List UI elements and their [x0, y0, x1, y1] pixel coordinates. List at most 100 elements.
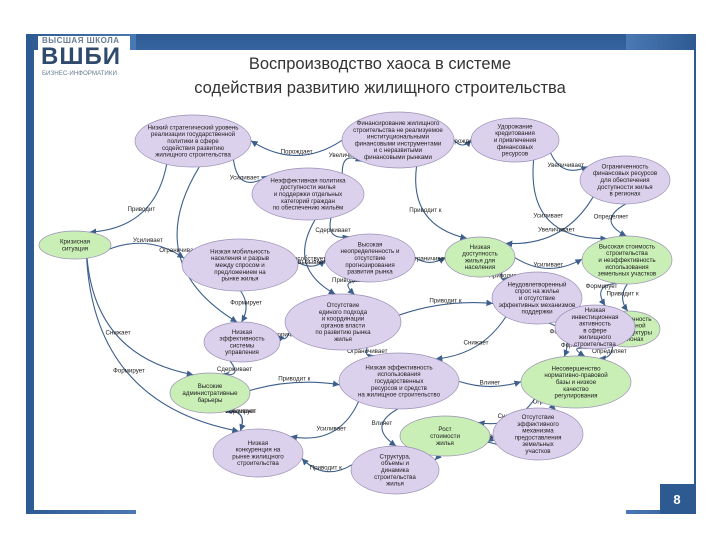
- edge-arrow: [550, 152, 589, 173]
- node-label-line: качество: [563, 386, 589, 393]
- node-label-line: Низкая: [232, 329, 252, 336]
- diagram-node: Низкая эффективностьиспользованиягосудар…: [338, 352, 460, 410]
- node-ellipse: [399, 415, 491, 457]
- edge-arrow: [86, 258, 194, 377]
- node-label-line: доступности жилья: [597, 184, 652, 191]
- node-label-line: органов власти: [321, 322, 365, 329]
- node-label-line: Финансирование жилищного: [357, 120, 440, 127]
- node-label-line: использования: [377, 371, 420, 378]
- page-number: 8: [660, 484, 694, 514]
- edge-label: Увеличивает: [548, 162, 585, 169]
- edge-arrow: [514, 257, 583, 269]
- node-label-line: административные: [182, 390, 238, 397]
- edge-arrow: [297, 259, 326, 268]
- node-label-line: участков: [525, 448, 551, 455]
- edge-label: Усиливает: [133, 237, 163, 244]
- node-label-line: Высокая стоимость: [599, 243, 655, 250]
- edge-label: Ограничивает: [347, 348, 387, 355]
- edge-label: Приводит к: [278, 376, 310, 383]
- node-label-line: Низкий стратегический уровень: [148, 124, 239, 131]
- node-label-line: между спросом и: [215, 262, 265, 269]
- node-label-line: жилищного: [579, 334, 612, 341]
- edge-label: Сдерживает: [315, 227, 350, 234]
- node-label-line: Низкая: [470, 244, 490, 251]
- edge-arrow: [224, 410, 246, 432]
- node-label-line: Ограниченность: [602, 163, 649, 170]
- edge-label: Порождает: [281, 148, 313, 155]
- node-label-line: земельных участков: [598, 271, 657, 278]
- node-label-line: механизма: [522, 428, 554, 435]
- node-label-line: Неудовлетворенный: [508, 281, 567, 288]
- edge-label: Порождает: [447, 138, 479, 145]
- node-label-line: Кризисная: [60, 239, 90, 246]
- node-label-line: активность: [579, 321, 611, 328]
- edge-arrow: [598, 282, 616, 307]
- node-label-line: Структура,: [379, 453, 410, 460]
- node-ellipse: [203, 321, 281, 363]
- node-ellipse: [444, 236, 516, 278]
- node-label-line: и координации: [322, 316, 365, 323]
- node-label-line: Низкая мобильность: [210, 248, 270, 255]
- edge-label: Приводит: [478, 433, 506, 440]
- node-label-line: динамика: [381, 467, 409, 474]
- node-ellipse: [520, 355, 632, 409]
- node-label-line: государственных: [375, 378, 425, 385]
- node-label-line: поддержки: [521, 309, 553, 316]
- node-ellipse: [169, 372, 251, 414]
- logo: ВЫСШАЯ ШКОЛА ВШБИ БИЗНЕС-ИНФОРМАТИКИ: [38, 36, 130, 80]
- edge-label: Приводит к: [409, 207, 441, 214]
- edge-label: Снижает: [463, 339, 488, 346]
- node-label-line: рынке жилищного: [232, 453, 284, 460]
- node-label-line: отсутствие: [354, 255, 386, 262]
- node-label-line: и поддержки отдельных: [274, 191, 343, 198]
- node-label-line: в регионах: [613, 336, 645, 343]
- diagram-nodes: Низкий стратегический уровеньреализации …: [38, 111, 673, 495]
- node-ellipse: [579, 155, 671, 205]
- node-label-line: строительства: [574, 341, 616, 348]
- edge-label: Сдерживает: [217, 366, 252, 373]
- node-label-line: прогнозирования: [345, 262, 394, 269]
- edge-label: Приводит к: [429, 297, 461, 304]
- node-label-line: реализации государственной: [151, 131, 236, 138]
- edge-arrow: [329, 217, 350, 242]
- node-label-line: неопределенность и: [341, 248, 400, 255]
- edge-label: Приводит: [488, 272, 516, 279]
- node-label-line: содействия развитию: [162, 145, 224, 152]
- node-label-line: барьеры: [198, 397, 223, 404]
- node-label-line: в сфере: [583, 327, 607, 334]
- edge-arrow: [240, 290, 248, 323]
- node-label-line: эффективных механизмов: [499, 302, 576, 309]
- node-label-line: объемы и: [381, 460, 410, 467]
- node-ellipse: [134, 114, 252, 168]
- node-label-line: по обеспечению жильём: [273, 205, 344, 212]
- node-label-line: базы и низкое: [556, 379, 597, 386]
- edge-arrow: [505, 196, 594, 248]
- node-label-line: Высокие: [198, 383, 223, 390]
- node-label-line: жилья для: [465, 257, 495, 264]
- edge-label: Снижает: [106, 330, 131, 337]
- slide-title-line-2: содействия развитию жилищного строительс…: [194, 79, 566, 97]
- edge-label: Приводит: [127, 206, 155, 213]
- slide-title: Воспроизводство хаоса в системе содейств…: [140, 52, 620, 100]
- node-label-line: стоимости: [430, 433, 460, 440]
- edge-arrow: [86, 258, 239, 434]
- node-label-line: строительства: [237, 460, 279, 467]
- edge-label: Влияет: [480, 380, 501, 387]
- node-label-line: жилья: [386, 481, 404, 488]
- node-ellipse: [212, 428, 304, 478]
- edge-label: Формирует: [586, 283, 618, 290]
- edge-label: Способствует: [286, 255, 326, 262]
- edge-label: Влияет: [372, 420, 393, 427]
- edge-arrow: [453, 139, 472, 148]
- node-label-line: политики в сфере: [167, 138, 219, 145]
